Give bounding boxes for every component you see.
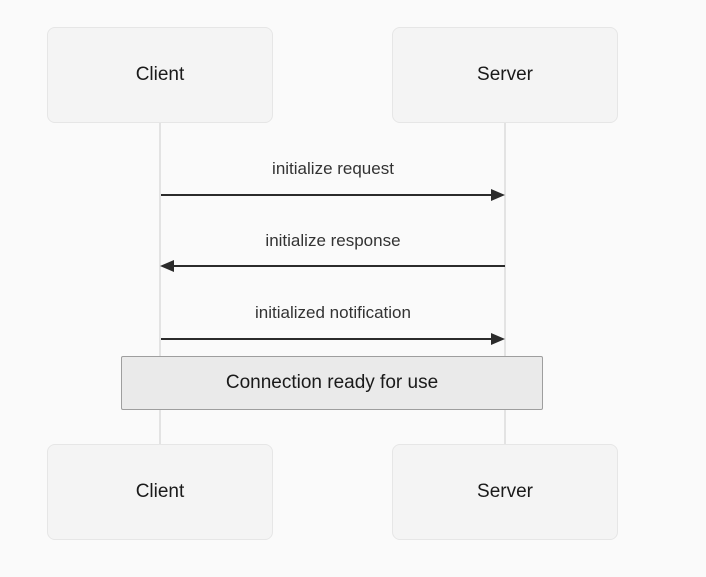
actor-server-top-label: Server xyxy=(477,64,533,85)
arrowhead-right-icon xyxy=(491,189,505,201)
arrowhead-right-icon xyxy=(491,333,505,345)
actor-client-top-label: Client xyxy=(135,64,185,85)
actor-client-top: Client xyxy=(47,27,273,123)
message-initialize-request-line xyxy=(161,194,493,196)
actor-client-bottom: Client xyxy=(47,444,273,540)
actor-server-top: Server xyxy=(392,27,618,123)
client-lifeline xyxy=(159,122,161,444)
message-initialized-notification-line xyxy=(161,338,493,340)
actor-server-bottom-label: Server xyxy=(477,481,533,502)
note-connection-ready: Connection ready for use xyxy=(121,356,543,410)
arrowhead-left-icon xyxy=(160,260,174,272)
message-initialized-notification-label: initialized notification xyxy=(255,303,411,322)
message-initialize-request-label: initialize request xyxy=(272,159,394,178)
server-lifeline xyxy=(504,122,506,444)
actor-server-bottom: Server xyxy=(392,444,618,540)
note-connection-ready-label: Connection ready for use xyxy=(225,372,439,393)
message-initialize-response-line xyxy=(173,265,505,267)
message-initialize-response-label: initialize response xyxy=(265,231,401,250)
actor-client-bottom-label: Client xyxy=(135,481,185,502)
